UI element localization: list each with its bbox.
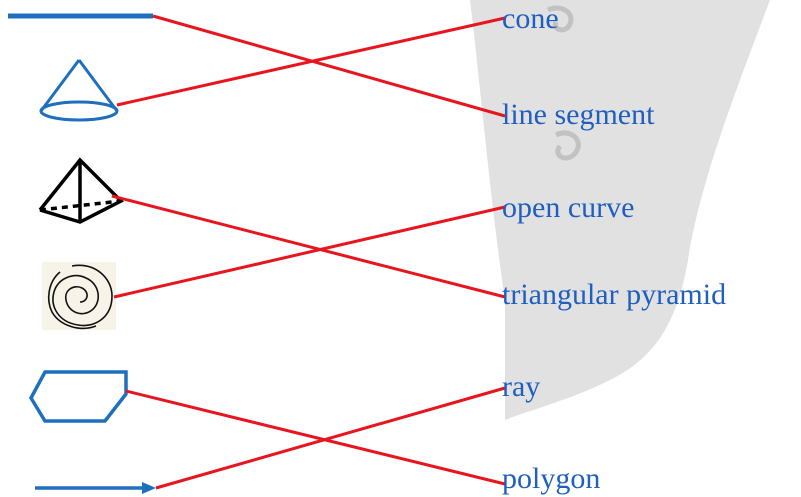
connector-lines	[111, 14, 506, 490]
term-open-curve: open curve	[502, 191, 635, 224]
watermark-swirl-1	[546, 5, 574, 33]
connector-line-segment	[152, 14, 506, 118]
term-line-segment: line segment	[502, 98, 655, 131]
polygon-shape	[28, 370, 128, 423]
watermark-shape	[470, 0, 770, 420]
triangular-pyramid-shape	[38, 157, 124, 224]
ray-shape	[35, 482, 156, 494]
cone-shape	[39, 59, 119, 122]
connector-ray	[155, 386, 506, 490]
connector-open-curve	[113, 205, 506, 299]
connector-triangular-pyramid	[111, 194, 506, 299]
term-polygon: polygon	[502, 462, 601, 495]
term-ray: ray	[502, 370, 541, 403]
term-cone: cone	[502, 2, 559, 35]
connector-cone	[116, 16, 506, 107]
watermark-swirl-2	[554, 130, 581, 161]
connector-polygon	[125, 389, 506, 486]
term-triangular-pyramid: triangular pyramid	[502, 278, 727, 311]
open-curve-shape	[42, 262, 116, 330]
